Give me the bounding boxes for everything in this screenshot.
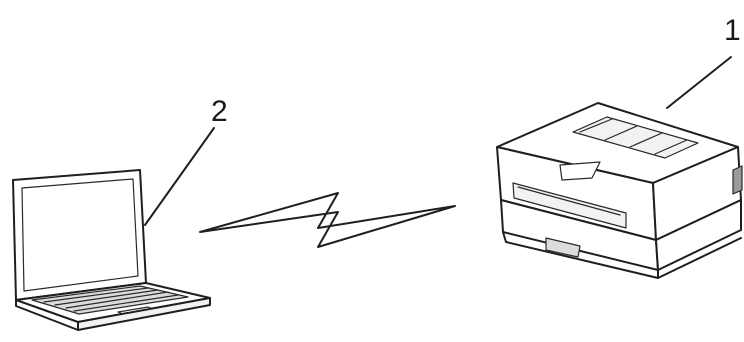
callout-2-label: 2 (211, 95, 228, 128)
wireless-bolt-icon (200, 193, 455, 247)
callout-1-leader (667, 57, 731, 108)
callout-1-label: 1 (724, 14, 741, 47)
callout-2-leader (145, 128, 214, 225)
laptop-icon (13, 170, 210, 330)
printer-icon (497, 103, 742, 278)
